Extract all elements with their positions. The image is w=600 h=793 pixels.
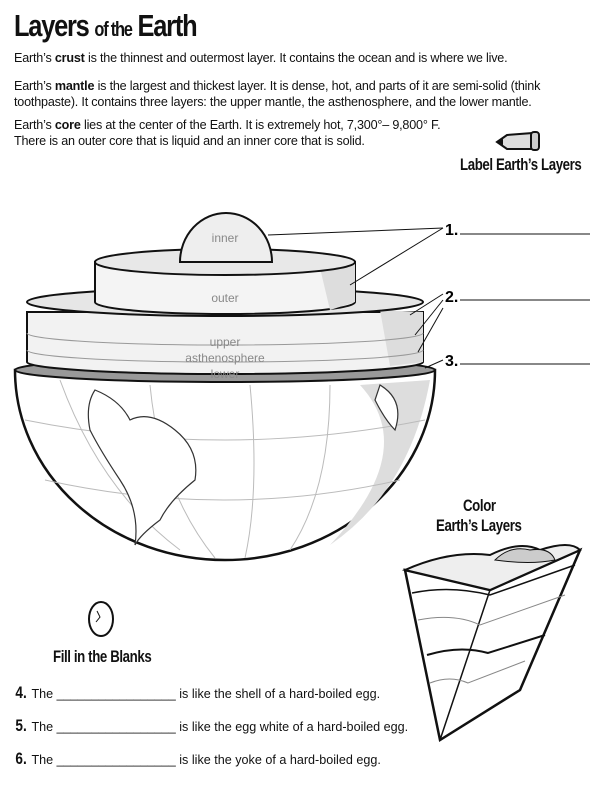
south-america-outline	[87, 389, 197, 546]
svg-text:lower: lower	[211, 367, 240, 381]
label-layers-heading: Label Earth’s Layers	[460, 155, 582, 174]
svg-text:inner: inner	[212, 231, 239, 245]
fill-item-5: 5. The _________________ is like the egg…	[15, 716, 409, 735]
crust-paragraph: Earth’s crust is the thinnest and outerm…	[14, 51, 508, 65]
outer-core-disk	[94, 261, 356, 315]
page-title: Layers of the Earth	[14, 8, 198, 43]
fill-item-4: 4. The _________________ is like the she…	[15, 683, 381, 702]
svg-text:outer: outer	[211, 291, 238, 305]
mantle-paragraph: Earth’s mantle is the largest and thicke…	[14, 79, 541, 109]
core-paragraph: Earth’s core lies at the center of the E…	[14, 118, 441, 148]
blank-6[interactable]: _________________	[56, 753, 176, 767]
mantle-disk	[26, 311, 424, 375]
label-number-3: 3.	[445, 353, 458, 370]
fill-item-6: 6. The _________________ is like the yok…	[15, 749, 381, 768]
egg-icon	[88, 601, 114, 637]
color-heading-1: Color	[463, 496, 496, 515]
blank-5[interactable]: _________________	[56, 720, 176, 734]
pencil-icon	[495, 131, 540, 151]
label-number-1: 1.	[445, 222, 458, 239]
color-heading-2: Earth’s Layers	[436, 516, 522, 535]
earth-wedge-diagram	[401, 544, 583, 743]
blank-4[interactable]: _________________	[56, 687, 176, 701]
svg-text:upper: upper	[210, 335, 241, 349]
earth-layers-diagram: upper asthenosphere lower outer inner 1.…	[13, 212, 590, 562]
inner-core-dome	[178, 212, 274, 263]
fill-blanks-heading: Fill in the Blanks	[53, 647, 152, 666]
svg-text:asthenosphere: asthenosphere	[185, 351, 265, 365]
label-number-2: 2.	[445, 289, 458, 306]
